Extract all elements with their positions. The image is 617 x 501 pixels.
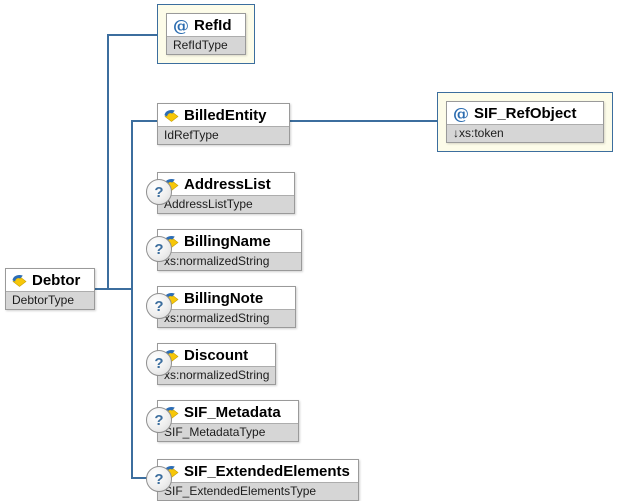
node-billingnote-name: BillingNote bbox=[184, 290, 264, 307]
node-billingnote[interactable]: BillingNote xs:normalizedString bbox=[157, 286, 296, 328]
node-debtor[interactable]: Debtor DebtorType bbox=[5, 268, 95, 310]
node-billingnote-type: xs:normalizedString bbox=[158, 309, 295, 327]
connector-refid-riser bbox=[107, 34, 109, 290]
connector-refid-arm bbox=[107, 34, 157, 36]
node-sifextendedelements-name: SIF_ExtendedElements bbox=[184, 463, 350, 480]
element-icon bbox=[12, 274, 27, 287]
optional-indicator-billingname: ? bbox=[146, 236, 172, 262]
node-addresslist-name: AddressList bbox=[184, 176, 271, 193]
attribute-container-sifrefobject: @ SIF_RefObject ↓xs:token bbox=[437, 92, 613, 152]
node-addresslist[interactable]: AddressList AddressListType bbox=[157, 172, 295, 214]
optional-indicator-discount: ? bbox=[146, 350, 172, 376]
node-discount[interactable]: Discount xs:normalizedString bbox=[157, 343, 277, 385]
optional-indicator-sifmetadata: ? bbox=[146, 407, 172, 433]
node-refid-type: RefIdType bbox=[167, 36, 245, 54]
attribute-at-icon: @ bbox=[173, 15, 189, 35]
connector-sifrefobject-arm bbox=[290, 120, 437, 122]
node-billingname-name: BillingName bbox=[184, 233, 271, 250]
node-discount-name: Discount bbox=[184, 347, 249, 364]
node-debtor-title: Debtor bbox=[6, 269, 94, 291]
attribute-at-icon: @ bbox=[453, 103, 469, 123]
node-billedentity-type: IdRefType bbox=[158, 126, 289, 144]
node-billedentity-name: BilledEntity bbox=[184, 107, 267, 124]
node-sifrefobject-name: SIF_RefObject bbox=[474, 105, 577, 122]
node-refid[interactable]: @ RefId RefIdType bbox=[166, 13, 246, 55]
attribute-container-refid: @ RefId RefIdType bbox=[157, 4, 255, 64]
optional-indicator-addresslist: ? bbox=[146, 179, 172, 205]
node-addresslist-type: AddressListType bbox=[158, 195, 294, 213]
node-refid-title: @ RefId bbox=[167, 14, 245, 36]
node-debtor-type: DebtorType bbox=[6, 291, 94, 309]
node-addresslist-title: AddressList bbox=[158, 173, 294, 195]
node-sifextendedelements-type: SIF_ExtendedElementsType bbox=[158, 482, 358, 500]
optional-indicator-billingnote: ? bbox=[146, 293, 172, 319]
connector-extendedelements-arm bbox=[131, 477, 147, 479]
node-billingname[interactable]: BillingName xs:normalizedString bbox=[157, 229, 302, 271]
node-billingname-type: xs:normalizedString bbox=[158, 252, 301, 270]
node-discount-type: xs:normalizedString bbox=[158, 366, 276, 384]
node-sifextendedelements-title: SIF_ExtendedElements bbox=[158, 460, 358, 482]
node-billingnote-title: BillingNote bbox=[158, 287, 295, 309]
node-billedentity[interactable]: BilledEntity IdRefType bbox=[157, 103, 290, 145]
node-sifmetadata-title: SIF_Metadata bbox=[158, 401, 298, 423]
node-sifrefobject-title: @ SIF_RefObject bbox=[447, 102, 603, 124]
node-sifrefobject-type: ↓xs:token bbox=[447, 124, 603, 142]
node-sifrefobject[interactable]: @ SIF_RefObject ↓xs:token bbox=[446, 101, 604, 143]
connector-children-trunk bbox=[131, 120, 133, 479]
node-sifmetadata-name: SIF_Metadata bbox=[184, 404, 281, 421]
node-refid-name: RefId bbox=[194, 17, 232, 34]
node-sifmetadata[interactable]: SIF_Metadata SIF_MetadataType bbox=[157, 400, 299, 442]
connector-billedentity-arm bbox=[131, 120, 157, 122]
node-sifextendedelements[interactable]: SIF_ExtendedElements SIF_ExtendedElement… bbox=[157, 459, 359, 501]
node-sifmetadata-type: SIF_MetadataType bbox=[158, 423, 298, 441]
node-discount-title: Discount bbox=[158, 344, 276, 366]
node-billedentity-title: BilledEntity bbox=[158, 104, 289, 126]
connector-debtor-trunk bbox=[95, 288, 133, 290]
node-billingname-title: BillingName bbox=[158, 230, 301, 252]
optional-indicator-sifextendedelements: ? bbox=[146, 466, 172, 492]
element-icon bbox=[164, 109, 179, 122]
node-debtor-name: Debtor bbox=[32, 272, 81, 289]
